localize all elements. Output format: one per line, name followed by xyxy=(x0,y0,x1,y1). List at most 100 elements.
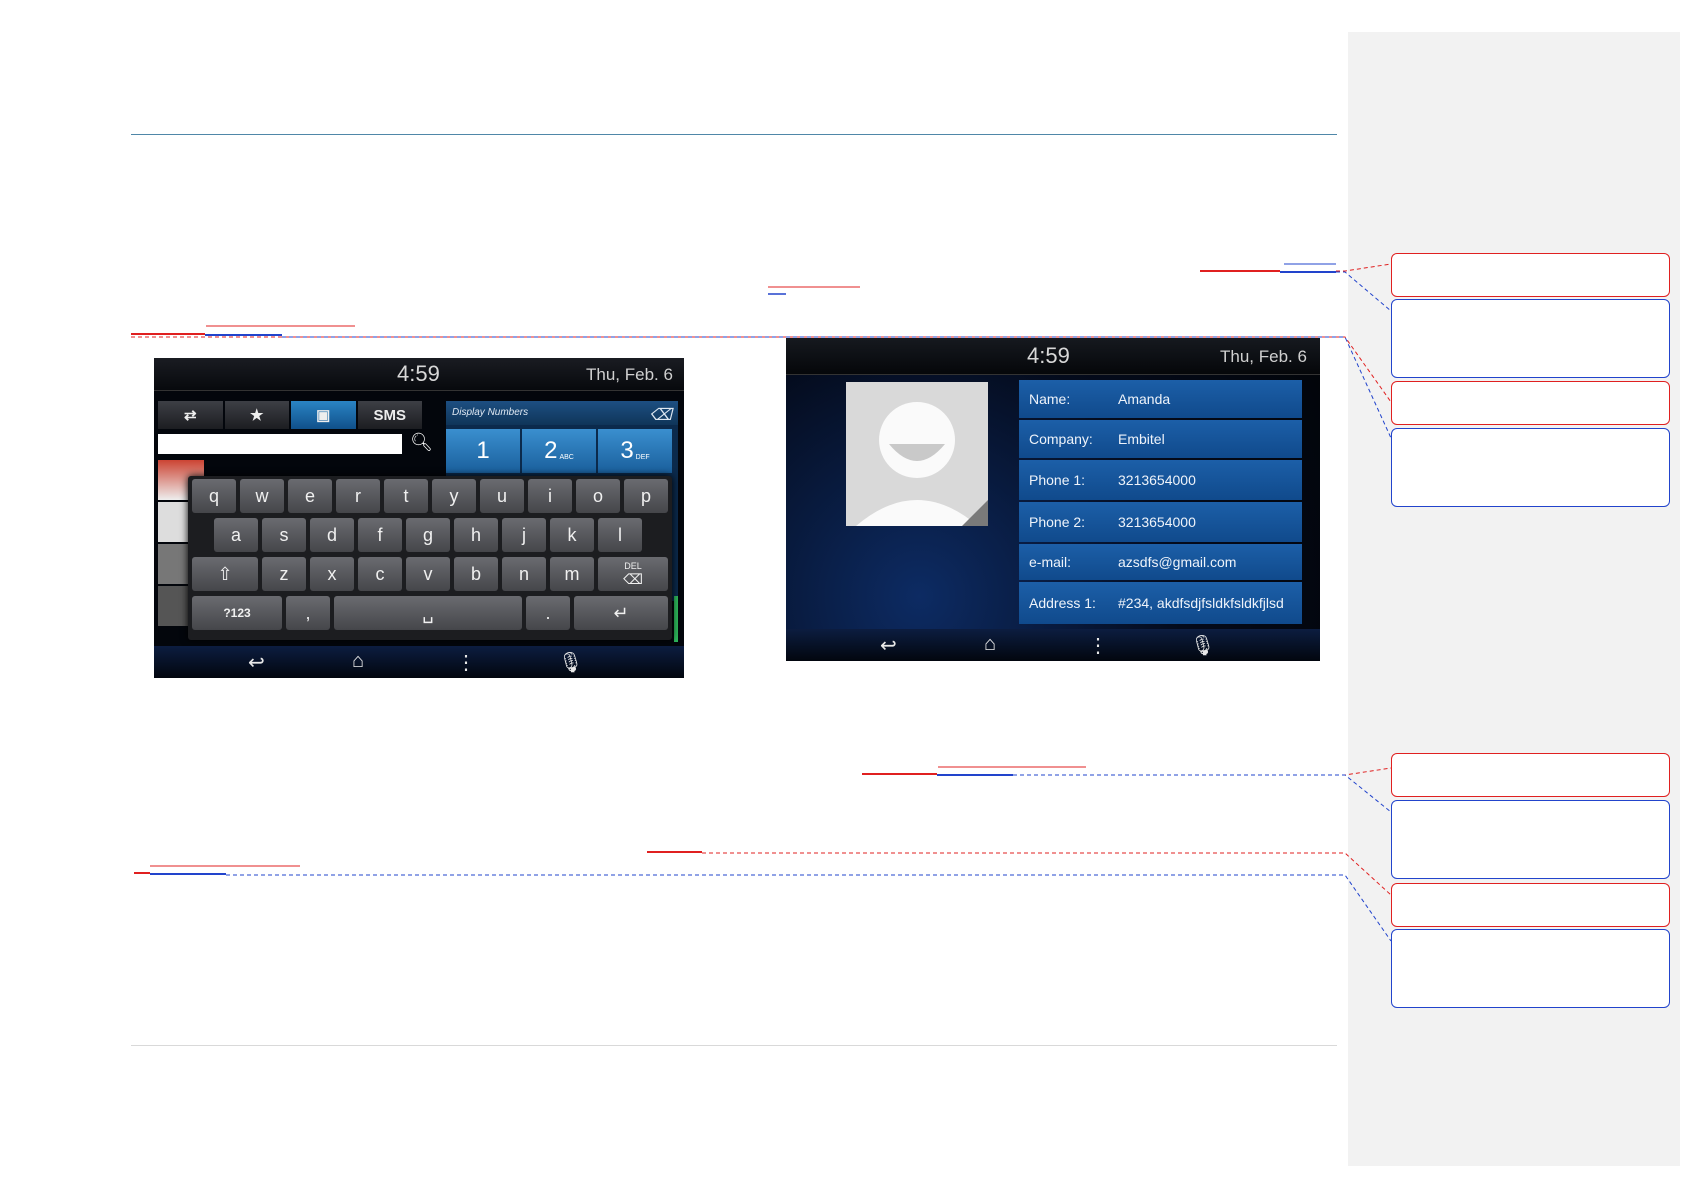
key[interactable]: i xyxy=(528,479,572,513)
key[interactable]: q xyxy=(192,479,236,513)
tab-call-log[interactable]: ⇄ xyxy=(158,401,223,429)
microphone-icon[interactable]: 🎙︎ xyxy=(558,652,584,674)
phone-tabs: ⇄ ★ ▣ SMS xyxy=(158,401,422,429)
shift-key[interactable]: ⇧ xyxy=(192,557,258,591)
footer-rule xyxy=(131,1045,1337,1046)
space-key[interactable]: ␣ xyxy=(334,596,522,630)
date: Thu, Feb. 6 xyxy=(1220,347,1307,366)
field-label: Phone 2: xyxy=(1029,514,1086,530)
search-input[interactable] xyxy=(158,434,402,454)
key[interactable]: y xyxy=(432,479,476,513)
field-value: #234, akdfsdjfsldkfsldkfjlsd xyxy=(1118,595,1284,611)
backspace-icon: ⌫ xyxy=(623,570,643,587)
key[interactable]: p xyxy=(624,479,668,513)
onscreen-keyboard: q w e r t y u i o p a s d f g h j k l ⇧ … xyxy=(188,476,672,640)
key[interactable]: x xyxy=(310,557,354,591)
star-icon: ★ xyxy=(250,407,264,424)
delete-key[interactable]: DEL⌫ xyxy=(598,557,668,591)
enter-icon: ↵ xyxy=(613,602,629,623)
key[interactable]: n xyxy=(502,557,546,591)
contact-details-screenshot: 4:59 Thu, Feb. 6 Name: Amanda Company: E… xyxy=(786,338,1320,661)
period-key[interactable]: . xyxy=(526,596,570,630)
contacts-icon: ▣ xyxy=(316,407,331,424)
key[interactable]: v xyxy=(406,557,450,591)
field-label: Address 1: xyxy=(1029,595,1096,611)
key[interactable]: c xyxy=(358,557,402,591)
key[interactable]: g xyxy=(406,518,450,552)
key[interactable]: r xyxy=(336,479,380,513)
symbols-key[interactable]: ?123 xyxy=(192,596,282,630)
field-label: e-mail: xyxy=(1029,554,1072,570)
key[interactable]: k xyxy=(550,518,594,552)
key[interactable]: s xyxy=(262,518,306,552)
header-rule xyxy=(131,134,1337,135)
comment-balloon-insertion[interactable] xyxy=(1391,800,1670,879)
comment-balloon-deletion[interactable] xyxy=(1391,253,1670,297)
comment-balloon-insertion[interactable] xyxy=(1391,929,1670,1008)
status-bar: 4:59 Thu, Feb. 6 xyxy=(786,338,1320,375)
key[interactable]: w xyxy=(240,479,284,513)
dial-key-1[interactable]: 1 xyxy=(446,429,520,473)
menu-icon[interactable]: ⋮ xyxy=(1088,635,1108,657)
comma-key[interactable]: , xyxy=(286,596,330,630)
clock: 4:59 xyxy=(397,361,440,386)
key[interactable]: m xyxy=(550,557,594,591)
key[interactable]: u xyxy=(480,479,524,513)
focus-highlight xyxy=(674,596,678,642)
back-icon[interactable]: ↩ xyxy=(880,635,897,657)
tab-sms[interactable]: SMS xyxy=(357,401,422,429)
field-value: azsdfs@gmail.com xyxy=(1118,554,1237,570)
key[interactable]: l xyxy=(598,518,642,552)
contact-fields: Name: Amanda Company: Embitel Phone 1: 3… xyxy=(1019,380,1302,624)
field-row-address[interactable]: Address 1: #234, akdfsdjfsldkfsldkfjlsd xyxy=(1019,582,1302,624)
backspace-icon[interactable]: ⌫ xyxy=(649,407,672,424)
key[interactable]: e xyxy=(288,479,332,513)
key[interactable]: a xyxy=(214,518,258,552)
key[interactable]: z xyxy=(262,557,306,591)
field-value: Embitel xyxy=(1118,431,1165,447)
key[interactable]: o xyxy=(576,479,620,513)
field-value: 3213654000 xyxy=(1118,514,1196,530)
field-row-company: Company: Embitel xyxy=(1019,420,1302,458)
home-icon[interactable]: ⌂ xyxy=(984,633,997,655)
comment-balloon-insertion[interactable] xyxy=(1391,299,1670,378)
field-value: Amanda xyxy=(1118,391,1171,407)
comment-balloon-deletion[interactable] xyxy=(1391,381,1670,425)
comment-balloon-deletion[interactable] xyxy=(1391,883,1670,927)
key[interactable]: t xyxy=(384,479,428,513)
menu-icon[interactable]: ⋮ xyxy=(456,652,476,674)
microphone-icon[interactable]: 🎙︎ xyxy=(1190,635,1216,657)
android-nav-bar: ↩ ⌂ ⋮ 🎙︎ xyxy=(154,646,684,678)
enter-key[interactable]: ↵ xyxy=(574,596,668,630)
key[interactable]: d xyxy=(310,518,354,552)
date: Thu, Feb. 6 xyxy=(586,365,673,384)
field-label: Company: xyxy=(1029,431,1093,447)
home-icon[interactable]: ⌂ xyxy=(352,650,365,672)
clock: 4:59 xyxy=(1027,343,1070,368)
display-numbers-field[interactable]: Display Numbers ⌫ xyxy=(446,401,678,425)
field-label: Phone 1: xyxy=(1029,472,1086,488)
tab-favorites[interactable]: ★ xyxy=(224,401,289,429)
comment-balloon-deletion[interactable] xyxy=(1391,753,1670,797)
key[interactable]: h xyxy=(454,518,498,552)
field-value: 3213654000 xyxy=(1118,472,1196,488)
comment-balloon-insertion[interactable] xyxy=(1391,428,1670,507)
status-bar: 4:59 Thu, Feb. 6 xyxy=(154,358,684,391)
call-swap-icon: ⇄ xyxy=(183,407,197,424)
field-row-email[interactable]: e-mail: azsdfs@gmail.com xyxy=(1019,544,1302,580)
dialer-screenshot: 4:59 Thu, Feb. 6 ⇄ ★ ▣ SMS 🔍︎ Display Nu… xyxy=(154,358,684,678)
search-icon[interactable]: 🔍︎ xyxy=(410,432,433,452)
back-icon[interactable]: ↩ xyxy=(248,652,265,674)
contact-photo-placeholder xyxy=(846,382,988,526)
space-bar-icon: ␣ xyxy=(422,602,434,623)
android-nav-bar: ↩ ⌂ ⋮ 🎙︎ xyxy=(786,629,1320,661)
key[interactable]: b xyxy=(454,557,498,591)
field-row-phone2[interactable]: Phone 2: 3213654000 xyxy=(1019,502,1302,542)
key[interactable]: j xyxy=(502,518,546,552)
field-row-name: Name: Amanda xyxy=(1019,380,1302,418)
field-row-phone1[interactable]: Phone 1: 3213654000 xyxy=(1019,460,1302,500)
tab-contacts[interactable]: ▣ xyxy=(291,401,356,429)
key[interactable]: f xyxy=(358,518,402,552)
